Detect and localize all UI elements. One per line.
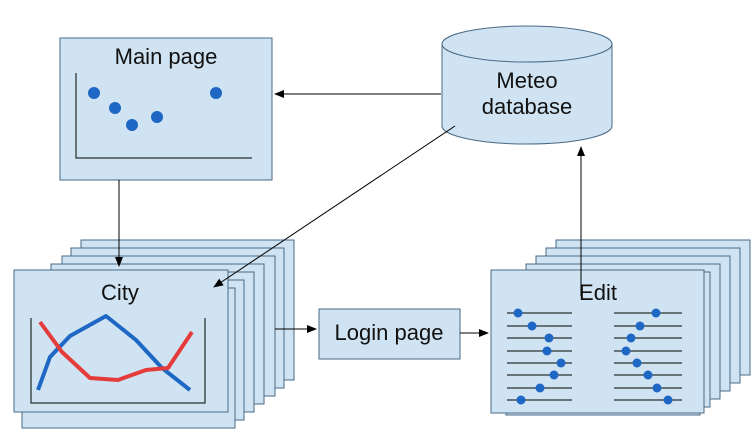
slider-knob (544, 333, 554, 343)
city-red-line (38, 320, 194, 382)
slider-knob (556, 358, 566, 368)
slider-knob (651, 308, 661, 318)
slider-knob (663, 395, 673, 405)
scatter-point (126, 119, 138, 131)
edit-label: Edit (579, 280, 617, 305)
edit-sliders (507, 308, 682, 405)
login-page-label: Login page (335, 320, 444, 345)
slider-knob (516, 395, 526, 405)
city-label: City (101, 280, 139, 305)
slider-knob (513, 308, 523, 318)
meteo-label: Meteo (496, 68, 557, 93)
main-page-node: Main page (59, 37, 273, 181)
main-page-label: Main page (115, 44, 218, 69)
main-page-scatter (88, 87, 222, 131)
slider-knob (626, 333, 636, 343)
slider-knob (542, 346, 552, 356)
scatter-point (88, 87, 100, 99)
scatter-point (151, 111, 163, 123)
main-page-axes (75, 73, 252, 159)
slider-knob (632, 358, 642, 368)
edit-node: Edit (490, 269, 705, 414)
slider-knob (535, 383, 545, 393)
scatter-point (210, 87, 222, 99)
slider-knob (635, 321, 645, 331)
slider-knob (643, 370, 653, 380)
city-node: City (13, 269, 229, 413)
login-page-node: Login page (318, 308, 461, 360)
city-chart-frame (30, 318, 206, 404)
slider-knob (549, 370, 559, 380)
meteo-database-node: Meteo database (441, 25, 613, 145)
slider-knob (527, 321, 537, 331)
arrow-database-to-city (213, 125, 456, 288)
scatter-point (109, 102, 121, 114)
database-label: database (482, 94, 573, 119)
slider-knob (621, 346, 631, 356)
slider-knob (652, 383, 662, 393)
